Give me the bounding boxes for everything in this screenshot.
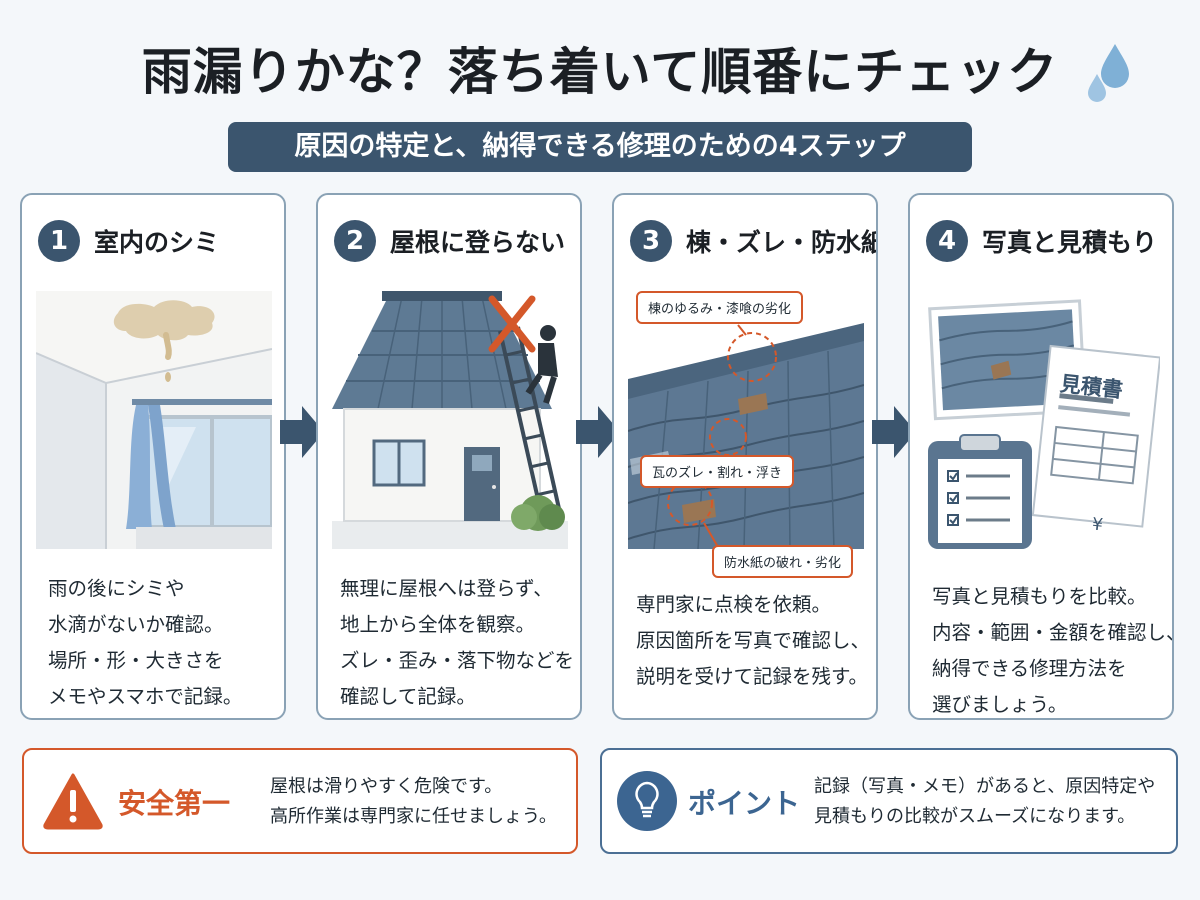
step-text-line: 確認して記録。: [340, 685, 476, 708]
page-title: 雨漏りかな？落ち着いて順番にチェック: [141, 43, 1059, 101]
step-text-line: メモやスマホで記録。: [48, 685, 243, 708]
step-text-line: 説明を受けて記録を残す。: [636, 665, 869, 688]
step-title: 屋根に登らない: [390, 228, 566, 257]
point-label: ポイント: [688, 787, 801, 820]
safety-text-line: 屋根は滑りやすく危険です。: [270, 776, 503, 797]
step-card-4: 4 写真と見積もり: [908, 193, 1174, 720]
callout-ridge: 棟のゆるみ・漆喰の劣化: [636, 291, 804, 324]
estimate-doc-title: 見積書: [1058, 371, 1124, 403]
step-title: 棟・ズレ・防水紙: [686, 228, 878, 257]
safety-notice: 安全第一 屋根は滑りやすく危険です。 高所作業は専門家に任せましょう。: [22, 748, 578, 854]
arrow-right-icon: [872, 406, 916, 458]
photo-estimate-illustration: [924, 291, 1160, 549]
ceiling-stain-illustration: [36, 291, 272, 549]
step-text-line: 選びましょう。: [932, 693, 1068, 716]
step-title: 室内のシミ: [94, 228, 220, 257]
step-number: 3: [630, 220, 672, 262]
arrow-right-icon: [280, 406, 324, 458]
step-number: 1: [38, 220, 80, 262]
step-card-3: 3 棟・ズレ・防水紙 棟のゆるみ・漆喰の劣化 瓦のズレ・割れ・浮き 防水紙の破れ…: [612, 193, 878, 720]
safety-text-line: 高所作業は専門家に任せましょう。: [270, 806, 557, 827]
step-text-line: 地上から全体を観察。: [340, 613, 536, 636]
safety-label: 安全第一: [118, 787, 231, 820]
callout-tile-shift: 瓦のズレ・割れ・浮き: [640, 455, 795, 488]
warning-icon: [43, 773, 103, 830]
yen-sign: ¥: [1090, 514, 1104, 536]
step-number: 4: [926, 220, 968, 262]
step-number: 2: [334, 220, 376, 262]
lightbulb-icon: [617, 771, 677, 831]
step-text-line: 原因箇所を写真で確認し、: [636, 629, 871, 652]
step-text-line: 無理に屋根へは登らず、: [340, 577, 553, 600]
point-text-line: 見積もりの比較がスムーズになります。: [814, 806, 1136, 827]
step-card-2: 2 屋根に登らない: [316, 193, 582, 720]
step-text-line: 雨の後にシミや: [48, 577, 185, 600]
step-text-line: 納得できる修理方法を: [932, 657, 1127, 680]
step-text-line: 内容・範囲・金額を確認し、: [932, 621, 1174, 644]
step-text-line: 専門家に点検を依頼。: [636, 593, 832, 616]
subtitle-banner: 原因の特定と、納得できる修理のための4ステップ: [228, 122, 972, 172]
step-text-line: 写真と見積もりを比較。: [932, 585, 1147, 608]
house-ladder-illustration: [332, 291, 568, 549]
point-notice: ポイント 記録（写真・メモ）があると、原因特定や 見積もりの比較がスムーズになり…: [600, 748, 1178, 854]
callout-underlay: 防水紙の破れ・劣化: [712, 545, 854, 578]
raindrop-icon: [1088, 44, 1129, 102]
roof-tile-closeup-illustration: [628, 291, 864, 549]
point-text-line: 記録（写真・メモ）があると、原因特定や: [814, 776, 1156, 797]
step-text-line: 水滴がないか確認。: [48, 613, 224, 636]
step-title: 写真と見積もり: [982, 228, 1158, 257]
step-text-line: 場所・形・大きさを: [48, 649, 224, 672]
step-card-1: 1 室内のシミ 雨の後にシミや 水滴がないか確認。 場所・形・大きさを メモやス…: [20, 193, 286, 720]
step-text-line: ズレ・歪み・落下物などを: [340, 649, 575, 672]
arrow-right-icon: [576, 406, 620, 458]
